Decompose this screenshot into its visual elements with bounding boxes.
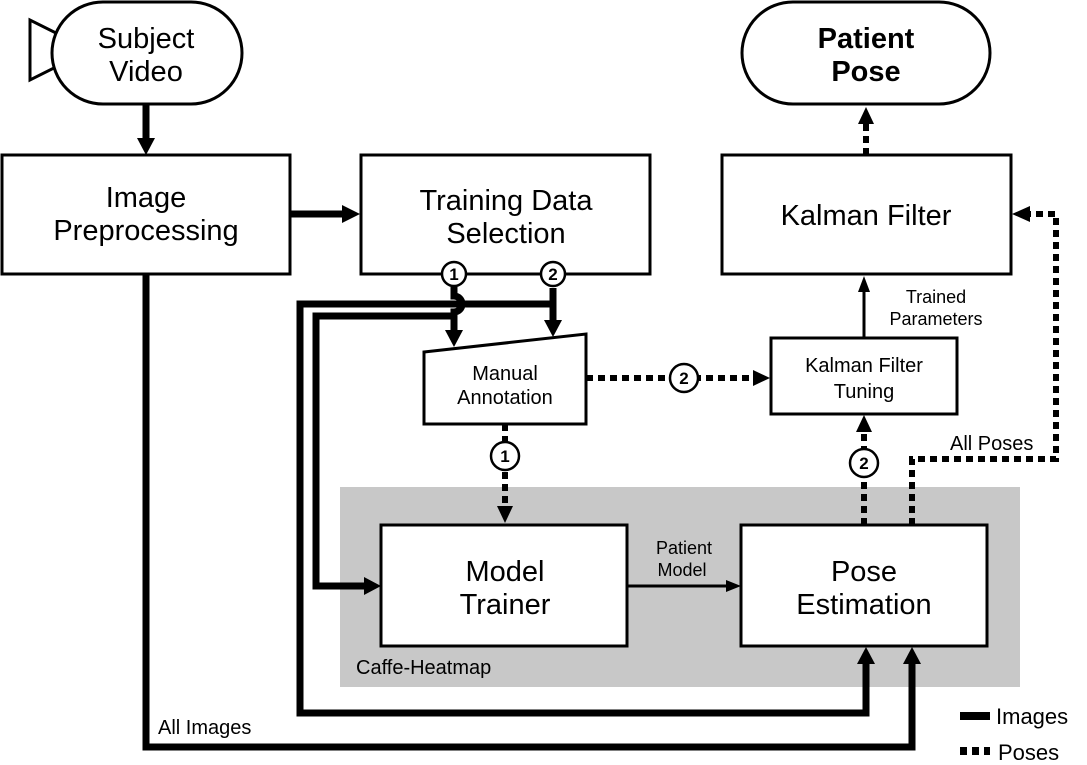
svg-text:Training Data: Training Data	[419, 185, 593, 217]
edge-selection-to-trainer-1	[312, 312, 454, 590]
subject-video-node: Subject Video	[28, 0, 244, 106]
badge-selection-1: 1	[440, 260, 468, 288]
legend: Images Poses	[960, 704, 1068, 765]
all-images-label: All Images	[158, 717, 251, 739]
svg-text:Kalman Filter: Kalman Filter	[805, 355, 923, 377]
patient-pose-node: Patient Pose	[740, 0, 992, 106]
svg-text:1: 1	[500, 447, 509, 466]
edge-all-images	[142, 274, 916, 751]
svg-text:Subject: Subject	[98, 23, 195, 55]
trained-parameters-label-1: Trained	[906, 287, 966, 307]
badge-annotation-to-trainer-1: 1	[489, 440, 521, 472]
caffe-heatmap-label: Caffe-Heatmap	[356, 657, 491, 679]
svg-text:Kalman Filter: Kalman Filter	[781, 200, 952, 232]
svg-text:Image: Image	[106, 182, 187, 214]
patient-model-label-1: Patient	[656, 538, 712, 558]
svg-text:Selection: Selection	[446, 218, 565, 250]
svg-text:2: 2	[679, 369, 688, 388]
edge-selection-to-annotation-1	[450, 286, 466, 332]
svg-text:Trainer: Trainer	[460, 589, 551, 621]
svg-text:Video: Video	[109, 56, 183, 88]
svg-text:2: 2	[859, 454, 868, 473]
edge-all-poses	[909, 211, 1059, 525]
patient-model-label-2: Model	[657, 560, 706, 580]
training-data-selection-node: Training Data Selection	[359, 153, 652, 276]
badge-annotation-to-tuning-2: 2	[668, 362, 700, 394]
svg-text:Pose: Pose	[831, 56, 900, 88]
legend-images-label: Images	[996, 704, 1068, 729]
svg-text:2: 2	[548, 265, 557, 284]
manual-annotation-node: Manual Annotation	[422, 332, 588, 426]
image-preprocessing-node: Image Preprocessing	[0, 153, 292, 276]
kalman-filter-node: Kalman Filter	[720, 153, 1013, 276]
all-poses-label: All Poses	[950, 433, 1033, 455]
svg-text:1: 1	[449, 265, 458, 284]
svg-text:Patient: Patient	[818, 23, 915, 55]
badge-selection-2: 2	[539, 260, 567, 288]
svg-text:Estimation: Estimation	[796, 589, 931, 621]
svg-text:Model: Model	[466, 556, 545, 588]
edge-selection-to-annotation-2	[296, 288, 870, 717]
kalman-filter-tuning-node: Kalman Filter Tuning	[769, 336, 959, 416]
badge-estimation-to-tuning-2: 2	[848, 447, 880, 479]
model-trainer-node: Model Trainer	[379, 523, 629, 648]
svg-text:Tuning: Tuning	[834, 381, 894, 403]
svg-text:Manual: Manual	[472, 363, 538, 385]
svg-text:Preprocessing: Preprocessing	[53, 215, 238, 247]
svg-text:Pose: Pose	[831, 556, 897, 588]
trained-parameters-label-2: Parameters	[889, 309, 982, 329]
pose-estimation-node: Pose Estimation	[739, 523, 989, 648]
svg-text:Annotation: Annotation	[457, 387, 553, 409]
legend-poses-label: Poses	[998, 740, 1059, 765]
